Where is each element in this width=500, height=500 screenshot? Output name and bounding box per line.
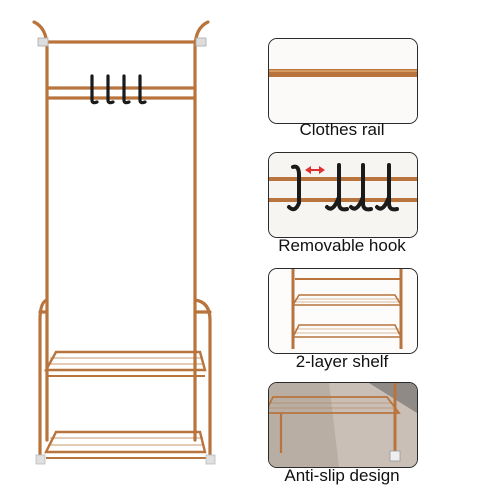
caption-clothes-rail: Clothes rail — [299, 120, 385, 139]
clothes-rail-panel — [268, 38, 418, 124]
caption-2-layer-shelf: 2-layer shelf — [295, 352, 389, 371]
caption-removable-hook: Removable hook — [278, 236, 406, 255]
caption-anti-slip-design: Anti-slip design — [284, 466, 400, 485]
clothes-rail-detail-icon — [269, 39, 417, 123]
coat-rack-product-image — [32, 20, 216, 465]
hook-detail-icon — [269, 153, 417, 237]
foot-detail-icon — [269, 383, 417, 467]
shelf-detail-icon — [269, 269, 417, 353]
shelf-panel — [268, 268, 418, 354]
removable-hook-panel — [268, 152, 418, 238]
anti-slip-panel — [268, 382, 418, 468]
